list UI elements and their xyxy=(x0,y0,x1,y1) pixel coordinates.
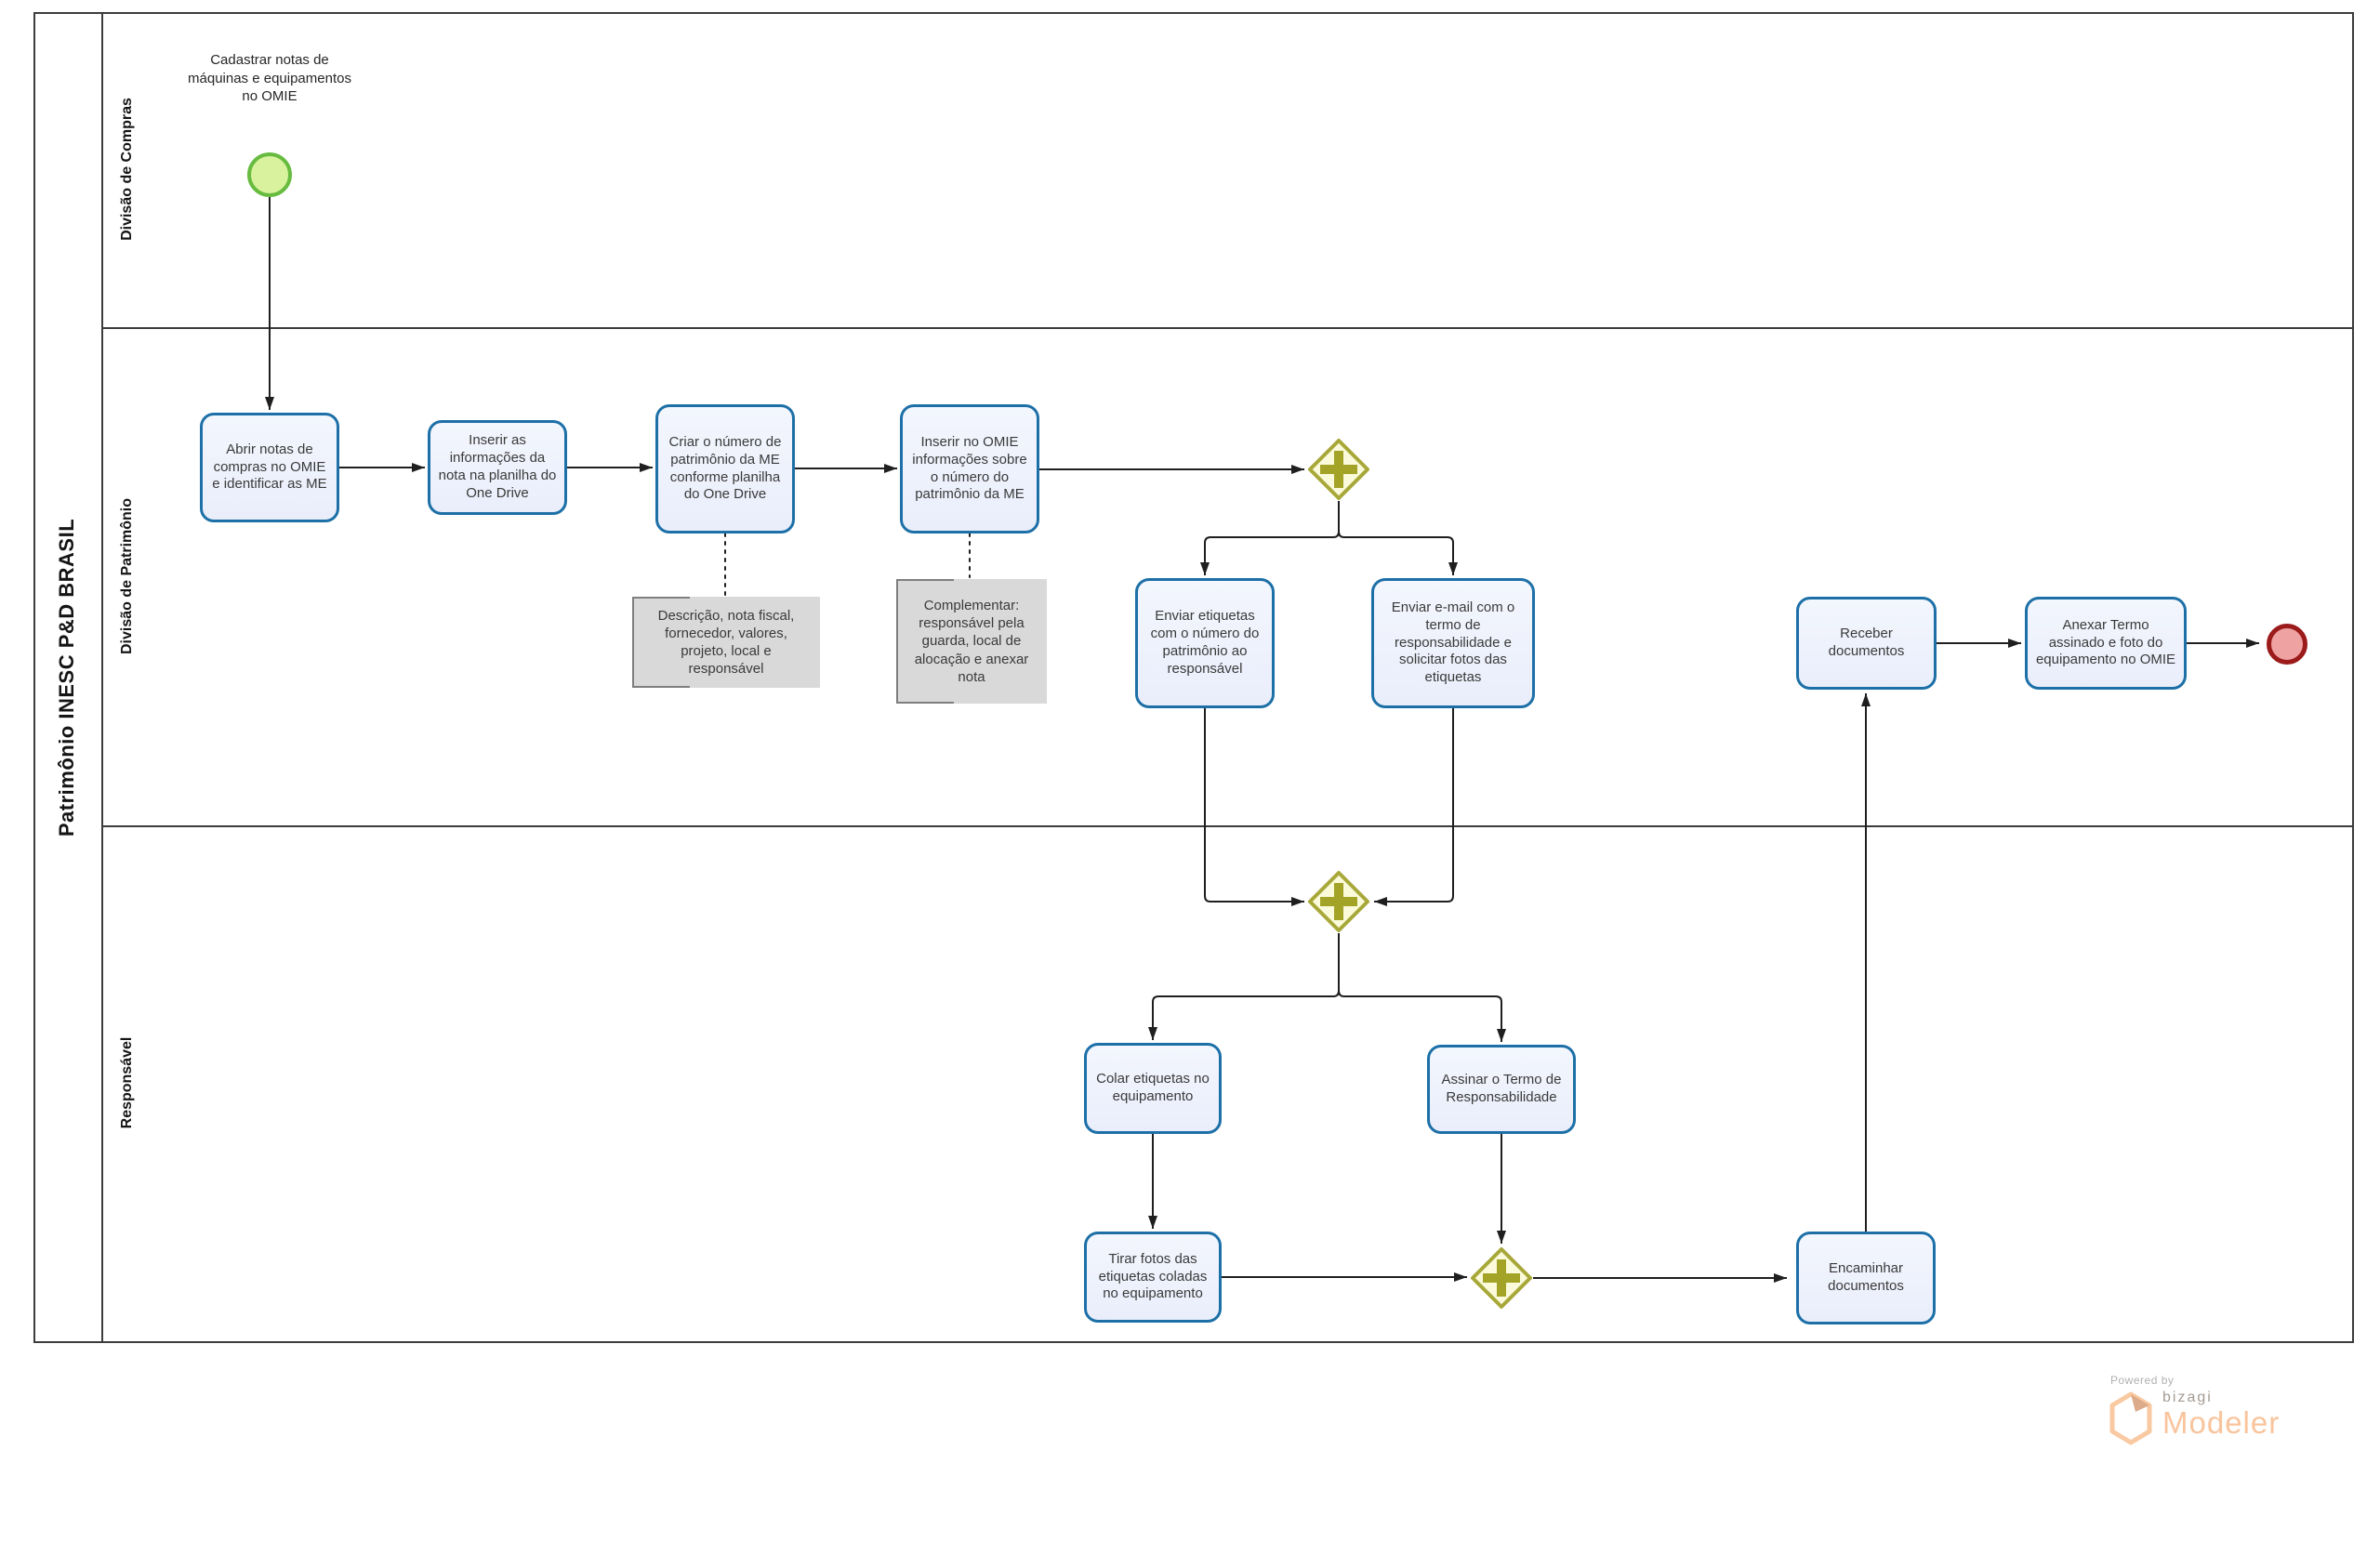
bizagi-hexagon-icon xyxy=(2109,1391,2152,1445)
task-abrir-notas[interactable]: Abrir notas de compras no OMIE e identif… xyxy=(200,413,339,522)
task-receber-documentos[interactable]: Receber documentos xyxy=(1796,597,1937,690)
start-event[interactable] xyxy=(247,152,292,197)
task-inserir-informacoes-planilha[interactable]: Inserir as informações da nota na planil… xyxy=(428,420,567,515)
task-criar-numero-patrimonio[interactable]: Criar o número de patrimônio da ME confo… xyxy=(655,404,795,534)
pool-border xyxy=(33,12,2354,1343)
bizagi-brand-text: bizagi xyxy=(2162,1390,2213,1405)
annotation-nota-fiscal[interactable]: Descrição, nota fiscal, fornecedor, valo… xyxy=(632,597,820,688)
annotation-complementar[interactable]: Complementar: responsável pela guarda, l… xyxy=(896,579,1047,704)
parallel-gateway-join-1[interactable] xyxy=(1307,870,1370,933)
task-inserir-omie[interactable]: Inserir no OMIE informações sobre o núme… xyxy=(900,404,1039,534)
parallel-gateway-join-2[interactable] xyxy=(1470,1246,1533,1310)
powered-by-label: Powered by xyxy=(2110,1374,2175,1387)
end-event[interactable] xyxy=(2267,624,2307,665)
parallel-gateway-split-1[interactable] xyxy=(1307,438,1370,501)
pool-title-divider xyxy=(101,12,103,1343)
modeler-product-text: Modeler xyxy=(2162,1405,2281,1440)
start-event-label: Cadastrar notas de máquinas e equipament… xyxy=(188,52,351,104)
task-enviar-etiquetas[interactable]: Enviar etiquetas com o número do patrimô… xyxy=(1135,578,1275,708)
lane-divider-1 xyxy=(102,327,2354,329)
task-assinar-termo[interactable]: Assinar o Termo de Responsabilidade xyxy=(1427,1045,1576,1134)
task-anexar-termo[interactable]: Anexar Termo assinado e foto do equipame… xyxy=(2025,597,2187,690)
bizagi-modeler-logo: Powered by bizagi Modeler xyxy=(2109,1374,2322,1462)
task-tirar-fotos[interactable]: Tirar fotos das etiquetas coladas no equ… xyxy=(1084,1232,1222,1323)
task-encaminhar-documentos[interactable]: Encaminhar documentos xyxy=(1796,1232,1936,1324)
lane-divider-2 xyxy=(102,825,2354,827)
task-colar-etiquetas[interactable]: Colar etiquetas no equipamento xyxy=(1084,1043,1222,1134)
task-enviar-email[interactable]: Enviar e-mail com o termo de responsabil… xyxy=(1371,578,1535,708)
